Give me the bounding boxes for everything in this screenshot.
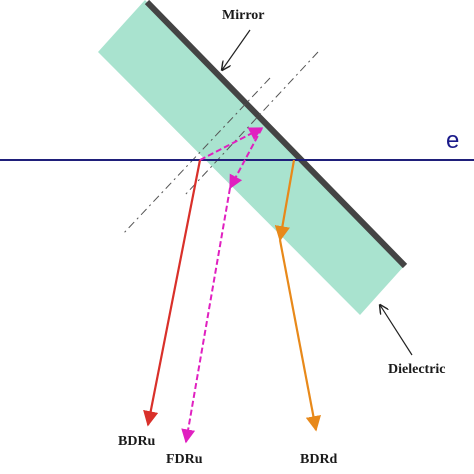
fdr-u-label: FDRu: [166, 452, 203, 467]
bdr-d-label: BDRd: [300, 452, 338, 467]
mirror-surface: [144, 0, 408, 269]
dielectric-slab: [98, 0, 405, 315]
fdr-u-ray-reflected: [229, 127, 263, 190]
bdr-d-ray-inner: [274, 159, 296, 242]
bdr-u-ray: [143, 159, 202, 427]
dielectric-label: Dielectric: [388, 362, 446, 377]
mirror-label: Mirror: [222, 8, 265, 23]
bdr-u-label: BDRu: [118, 434, 156, 449]
beam-label: e: [446, 127, 459, 154]
fdr-u-ray-exit: [181, 187, 231, 444]
fdr-u-ray-upward: [199, 127, 264, 161]
guide-line-upper: [184, 51, 319, 196]
mirror-pointer-arrow: [222, 29, 251, 70]
dielectric-pointer-arrow: [380, 305, 413, 356]
bdr-d-ray-exit: [278, 239, 321, 432]
